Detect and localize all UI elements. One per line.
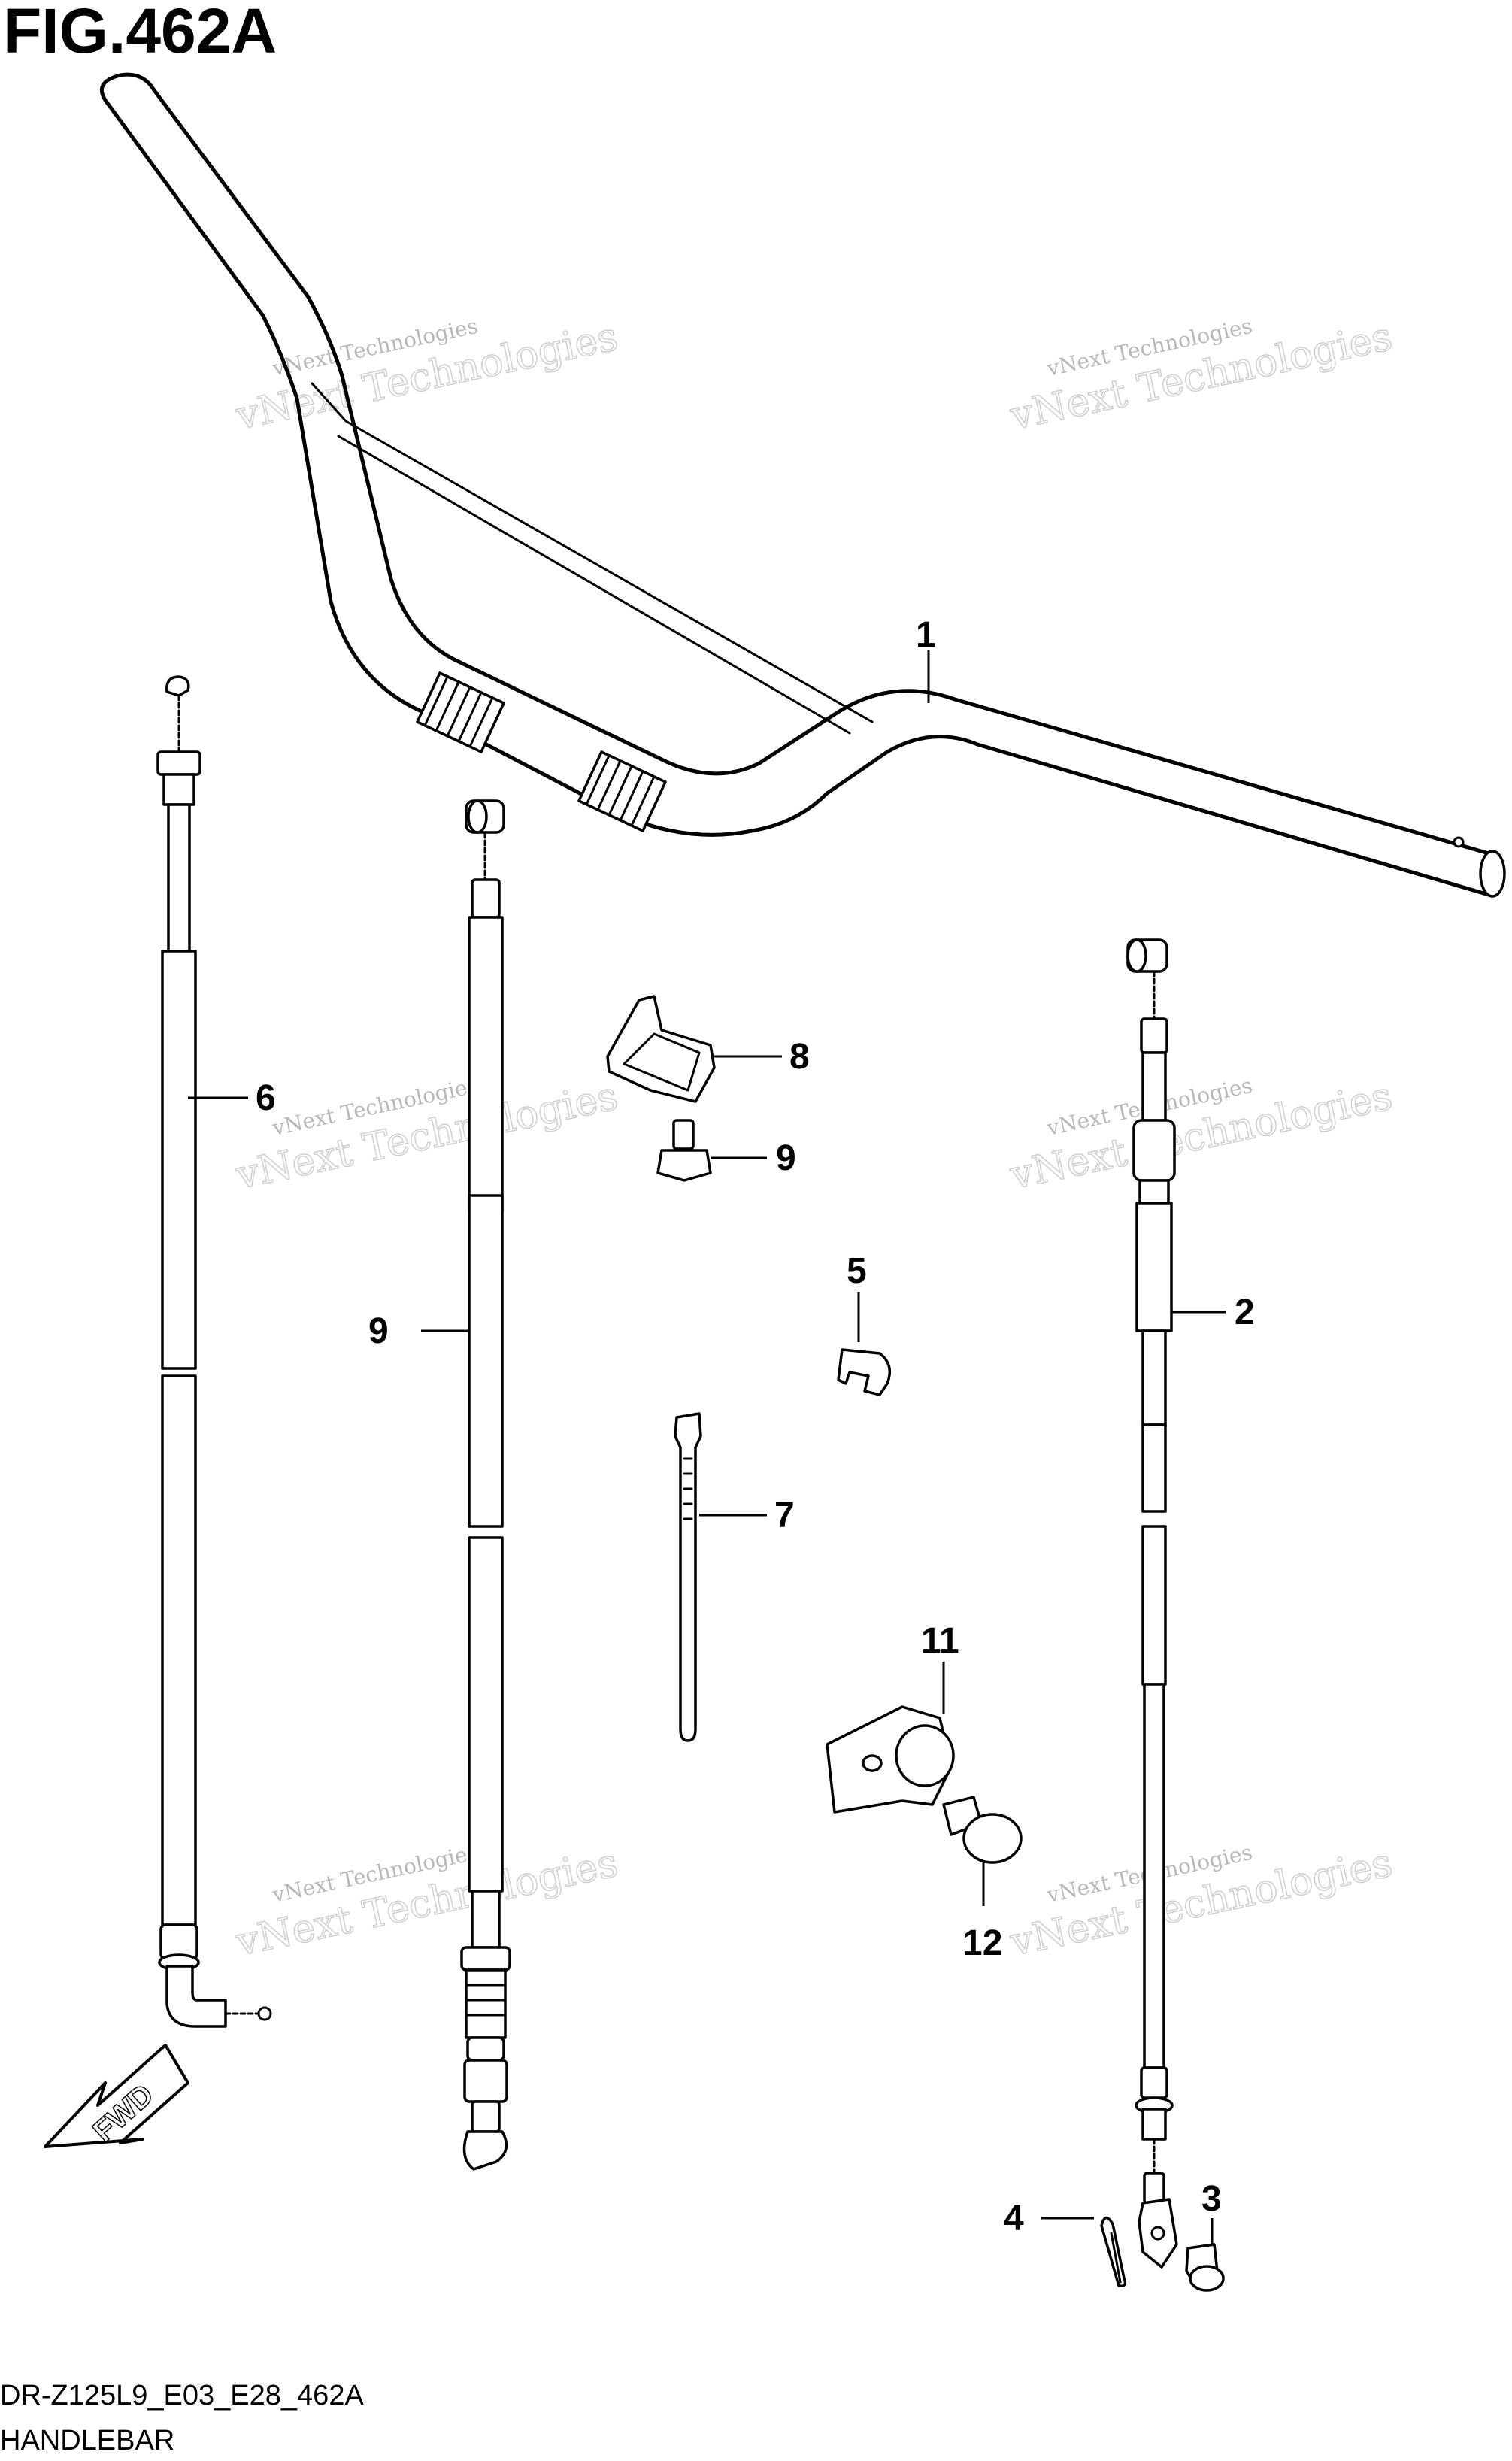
knurled-section (577, 750, 667, 832)
wire-clamp (606, 995, 716, 1103)
clamp-bracket (826, 1705, 955, 1814)
watermark: vNext Technologies vNext Technologies (231, 1073, 622, 1199)
clutch-cable (1126, 938, 1178, 2269)
callout-6: 6 (188, 1078, 276, 1118)
watermark: vNext Technologies vNext Technologies (1005, 1073, 1396, 1199)
bolt (942, 1796, 1023, 1864)
callout-label: 1 (916, 615, 936, 655)
callout-8: 8 (714, 1037, 810, 1077)
callout-label: 9 (776, 1138, 796, 1178)
callout-label: 9 (368, 1311, 389, 1351)
figure-title: FIG.462A (3, 0, 277, 66)
callout-label: 6 (256, 1078, 276, 1118)
callout-7: 7 (699, 1496, 795, 1535)
cable-tie (674, 1412, 702, 1742)
model-code: DR-Z125L9_E03_E28_462A (0, 2380, 364, 2411)
callout-label: 4 (1004, 2199, 1024, 2238)
watermark: vNext Technologies vNext Technologies (1005, 1840, 1396, 1966)
callout-label: 12 (962, 1923, 1002, 1963)
callout-4: 4 (1004, 2199, 1094, 2238)
callout-label: 11 (921, 1621, 959, 1661)
callout-12: 12 (962, 1861, 1002, 1963)
watermark: vNext Technologies vNext Technologies (231, 1840, 622, 1966)
handlebar (100, 72, 1506, 898)
callout-10: 9 (368, 1311, 469, 1351)
callout-label: 3 (1201, 2179, 1222, 2219)
callout-label: 7 (774, 1496, 795, 1535)
callout-5: 5 (847, 1251, 867, 1342)
front-brake-cable (460, 799, 511, 2171)
callout-1: 1 (916, 615, 936, 703)
watermark-group: vNext Technologies vNext Technologies vN… (231, 314, 1396, 1966)
callout-3: 3 (1201, 2179, 1222, 2244)
bolt (656, 1119, 712, 1182)
throttle-cable (156, 675, 272, 2028)
callout-label: 5 (847, 1251, 867, 1291)
callout-2: 2 (1171, 1293, 1255, 1332)
section-name: HANDLEBAR (0, 2425, 174, 2456)
callout-9: 9 (711, 1138, 796, 1178)
pin (1185, 2243, 1225, 2292)
callout-11: 11 (921, 1621, 959, 1714)
watermark: vNext Technologies vNext Technologies (1005, 314, 1396, 440)
cable-clamp (837, 1348, 892, 1396)
cotter-pin (1100, 2216, 1127, 2288)
callout-label: 8 (789, 1037, 810, 1077)
fwd-arrow: FWD (44, 2044, 189, 2149)
knurled-section (416, 671, 505, 753)
callout-label: 2 (1235, 1293, 1255, 1332)
